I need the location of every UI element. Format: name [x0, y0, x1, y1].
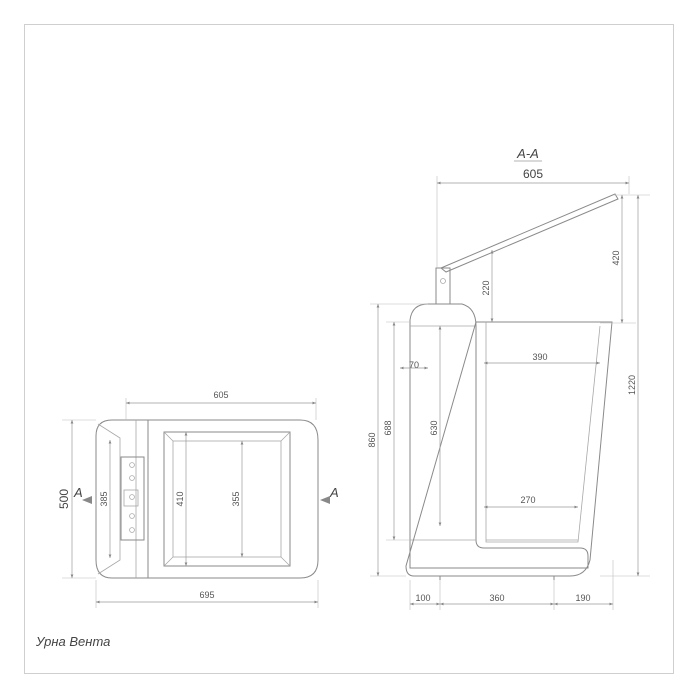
section-title: A-A	[516, 146, 539, 161]
plan-outline	[95, 419, 319, 579]
section-marker-right: A	[329, 485, 339, 500]
lid	[440, 193, 619, 273]
dim-plan-top: 605	[213, 390, 228, 400]
dim-sec-688: 688	[383, 420, 393, 435]
dim-sec-220: 220	[481, 280, 491, 295]
dim-sec-860: 860	[367, 432, 377, 447]
plan-view: 605 695 500 385 410 355 A A	[57, 390, 339, 608]
dim-sec-420: 420	[611, 250, 621, 265]
dim-sec-360: 360	[489, 593, 504, 603]
bin-body	[405, 321, 613, 577]
drawing-frame	[24, 24, 674, 674]
dim-sec-100: 100	[415, 593, 430, 603]
dim-sec-70: 70	[409, 360, 419, 370]
dim-sec-1220: 1220	[627, 375, 637, 395]
dim-sec-390: 390	[532, 352, 547, 362]
dim-plan-bottom: 695	[199, 590, 214, 600]
bin-cavity	[485, 322, 601, 543]
dim-sec-190: 190	[575, 593, 590, 603]
dim-sec-top: 605	[523, 167, 543, 181]
bin-opening	[163, 431, 291, 567]
dim-plan-500: 500	[57, 489, 71, 509]
lid-bracket	[435, 267, 451, 305]
dim-plan-385: 385	[99, 491, 109, 506]
drawing-title: Урна Вента	[35, 634, 110, 649]
mounting-plate	[120, 456, 145, 541]
section-marker-left: A	[73, 485, 83, 500]
dim-sec-270: 270	[520, 495, 535, 505]
dim-plan-355: 355	[231, 491, 241, 506]
dim-sec-630: 630	[429, 420, 439, 435]
section-view: A-A 605 420 1220 220	[367, 146, 650, 610]
post	[409, 303, 589, 569]
dim-plan-410: 410	[175, 491, 185, 506]
